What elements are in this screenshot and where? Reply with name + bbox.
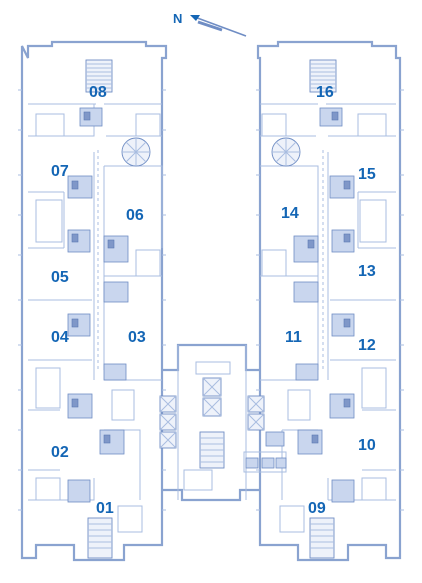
unit-label: 02	[51, 444, 69, 461]
right-wing-stair-top	[309, 59, 337, 93]
unit-label: 11	[285, 329, 302, 346]
unit-label: 16	[316, 84, 334, 101]
left-wing	[18, 40, 168, 562]
central-stair	[199, 431, 225, 469]
unit-label: 12	[358, 337, 376, 354]
north-label: N	[173, 11, 182, 26]
unit-label: 05	[51, 269, 69, 286]
unit-label: 07	[51, 163, 69, 180]
unit-label: 09	[308, 500, 326, 517]
elevator-shafts	[159, 377, 265, 449]
right-wing-spiral-stair	[271, 137, 301, 167]
central-core	[159, 343, 287, 502]
unit-label: 04	[51, 329, 69, 346]
unit-labels: 08 07 06 05 04 03 02 01 16 15 14 13 12 1…	[51, 84, 376, 517]
right-wing	[256, 40, 404, 562]
unit-label: 01	[96, 500, 114, 517]
unit-label: 03	[128, 329, 146, 346]
unit-label: 06	[126, 207, 144, 224]
north-arrow: N	[173, 11, 247, 37]
right-wing-stair-bottom	[309, 517, 335, 559]
unit-label: 14	[281, 205, 299, 222]
left-wing-stair-top	[85, 59, 113, 93]
left-wing-spiral-stair	[121, 137, 151, 167]
unit-label: 15	[358, 166, 376, 183]
unit-label: 08	[89, 84, 107, 101]
left-wing-stair-bottom	[87, 517, 113, 559]
unit-label: 13	[358, 263, 376, 280]
unit-label: 10	[358, 437, 376, 454]
